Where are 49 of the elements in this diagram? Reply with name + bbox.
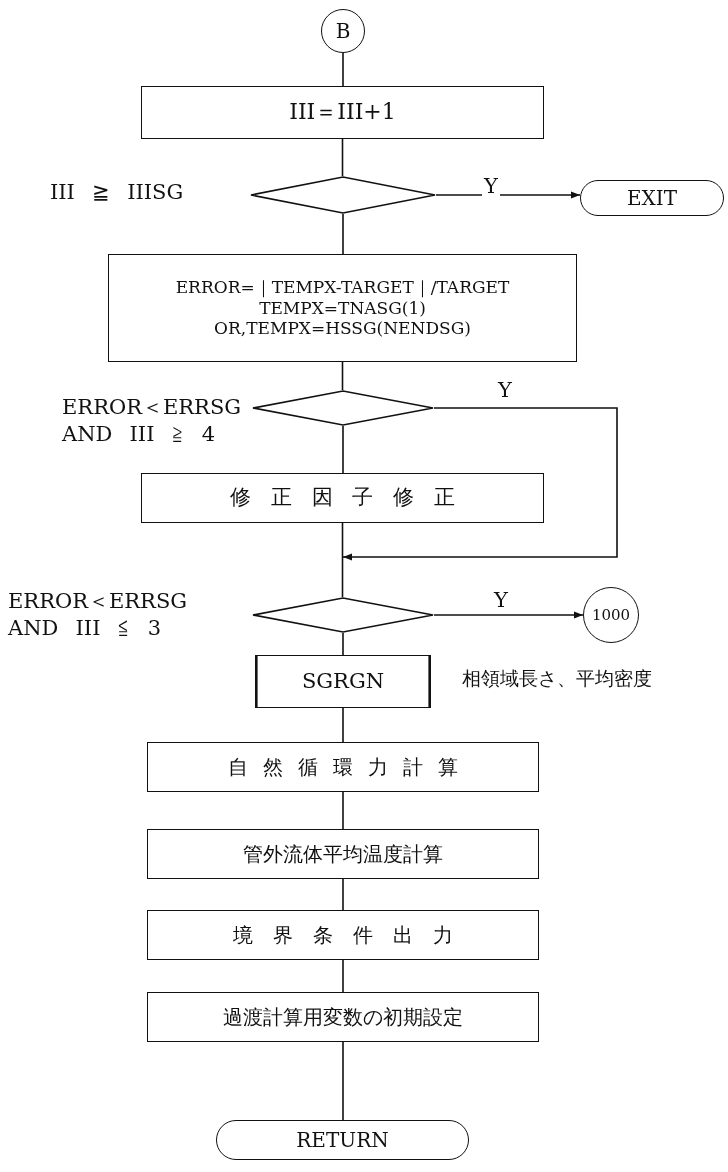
connector-label: 1000 — [591, 606, 631, 624]
connector-circle — [583, 587, 639, 643]
flow-line — [342, 1041, 344, 1121]
step-text: TEMPX=TNASG(1) — [259, 297, 426, 319]
process-box — [147, 992, 539, 1042]
decision-diamond — [250, 176, 436, 214]
process-box — [141, 86, 544, 139]
flow-line — [341, 138, 344, 177]
flow-line — [342, 959, 344, 993]
terminal-box — [216, 1120, 469, 1160]
step-text: EXIT — [626, 186, 678, 210]
process-box — [141, 473, 544, 523]
flow-line — [341, 361, 344, 391]
step-text: 境界条件出力 — [233, 923, 473, 947]
process-box — [147, 910, 539, 960]
process-box — [147, 742, 539, 792]
arrow — [342, 407, 618, 561]
step-text: OR,TEMPX=HSSG(NENDSG) — [214, 318, 471, 339]
connector-circle — [321, 9, 365, 53]
flow-line — [342, 425, 344, 474]
condition-text: ERROR＜ERRSG AND III ≦ 3 — [8, 588, 189, 643]
arrow — [433, 611, 584, 619]
arrow — [435, 191, 581, 199]
flow-line — [342, 878, 344, 911]
step-text: 自然循環力計算 — [228, 755, 473, 779]
decision-diamond — [252, 597, 434, 633]
terminal-box — [580, 180, 724, 216]
condition-text: III ≧ IIISG — [50, 179, 185, 206]
step-text: 管外流体平均温度計算 — [243, 842, 443, 866]
note-text: 相領域長さ、平均密度 — [462, 666, 653, 691]
flow-line — [342, 52, 344, 87]
condition-text: ERROR＜ERRSG AND III ≧ 4 — [62, 394, 243, 449]
step-text: ERROR=｜TEMPX-TARGET｜/TARGET — [175, 277, 510, 298]
process-box — [147, 829, 539, 879]
edge-label: Y — [482, 176, 500, 197]
flow-line — [342, 213, 344, 255]
step-text: RETURN — [296, 1128, 389, 1152]
step-text: 過渡計算用変数の初期設定 — [223, 1005, 463, 1029]
step-text: III＝III+1 — [289, 99, 396, 126]
step-text: SGRGN — [301, 668, 385, 695]
flow-line — [341, 522, 344, 598]
step-text: 修正因子修正 — [229, 485, 476, 511]
flow-line — [342, 791, 344, 830]
connector-label: B — [335, 19, 351, 43]
flow-line — [342, 707, 344, 743]
decision-diamond — [252, 390, 434, 426]
process-box — [108, 254, 577, 362]
subroutine-box — [255, 655, 431, 708]
flow-line — [342, 632, 344, 656]
